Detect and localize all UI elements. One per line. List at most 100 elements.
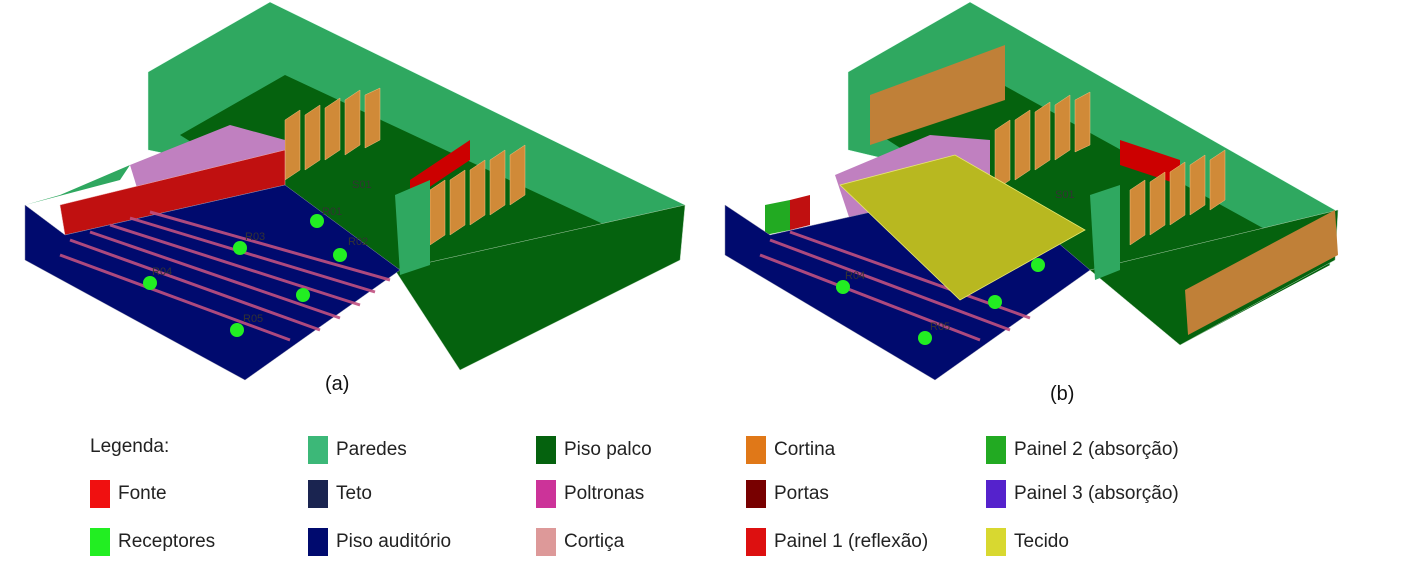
curtain: [1149, 171, 1166, 236]
caption-b: (b): [1050, 383, 1075, 405]
legend-item: Poltronas: [536, 480, 644, 508]
legend-item: Paredes: [308, 436, 407, 464]
curtain: [304, 104, 321, 171]
receptor: [988, 295, 1002, 309]
legend-label: Portas: [774, 483, 829, 504]
legend-item: Receptores: [90, 528, 215, 556]
legend-label: Teto: [336, 483, 372, 504]
legend-swatch: [746, 480, 766, 508]
seat-row: [89, 230, 341, 320]
legend-swatch: [986, 480, 1006, 508]
curtain: [324, 97, 341, 161]
legend-label: Receptores: [118, 531, 216, 552]
legend-item: Painel 2 (absorção): [986, 436, 1179, 464]
legend-label: Paredes: [336, 439, 407, 460]
receptors: [143, 214, 347, 337]
legend-item: Cortina: [746, 436, 835, 464]
curtain: [1034, 101, 1051, 171]
seat-row: [69, 238, 321, 332]
receptor: [1031, 258, 1045, 272]
seat-row: [129, 216, 376, 294]
receptor-label: R04: [152, 266, 172, 278]
curtain: [429, 179, 446, 246]
curtain: [1074, 91, 1091, 153]
legend-item: Portas: [746, 480, 829, 508]
legend-swatch: [986, 436, 1006, 464]
legend-swatch: [90, 528, 110, 556]
receptor: [836, 280, 850, 294]
stage-side-wall: [394, 204, 686, 371]
curtain: [284, 109, 301, 181]
legend-label: Cortiça: [564, 531, 625, 552]
legend-swatch: [536, 480, 556, 508]
seat-rows: [59, 210, 391, 342]
curtain: [489, 149, 506, 216]
receptors: [836, 258, 1045, 345]
legend-label: Poltronas: [564, 483, 645, 504]
seat-row: [109, 223, 361, 307]
receptor-label: R05: [930, 321, 950, 333]
legend-swatch: [536, 528, 556, 556]
curtain: [344, 89, 361, 156]
receptor-label: R03: [245, 231, 265, 243]
receptor: [230, 323, 244, 337]
curtain: [994, 119, 1011, 191]
legend-item: Painel 1 (reflexão): [746, 528, 928, 556]
legend-swatch: [308, 480, 328, 508]
legend-item: Piso auditório: [308, 528, 451, 556]
legend-label: Tecido: [1014, 531, 1069, 552]
source-label: S01: [352, 179, 372, 191]
curtain: [1129, 179, 1146, 246]
legend-label: Painel 3 (absorção): [1014, 483, 1179, 504]
curtain: [1189, 154, 1206, 216]
seat-row: [769, 238, 1011, 332]
seat-row: [59, 253, 291, 342]
legend-label: Painel 2 (absorção): [1014, 439, 1179, 460]
receptor: [310, 214, 324, 228]
curtain: [364, 87, 381, 149]
curtains: [284, 87, 526, 246]
legend-swatch: [746, 436, 766, 464]
receptor-label: R01: [322, 206, 342, 218]
legend-swatch: [90, 480, 110, 508]
legend-swatch: [536, 436, 556, 464]
legend-swatch: [986, 528, 1006, 556]
curtain: [469, 159, 486, 226]
fabric-tecido: [839, 154, 1086, 301]
model-a: S01 R01 R03 R02 R04 R05: [24, 1, 686, 381]
model-b: S01 R04 R05: [724, 1, 1339, 381]
receptor-label: R02: [348, 236, 368, 248]
legend-item: Piso palco: [536, 436, 652, 464]
legend-label: Piso auditório: [336, 531, 452, 552]
receptor: [143, 276, 157, 290]
receptor: [333, 248, 347, 262]
receptor: [296, 288, 310, 302]
curtain: [1209, 149, 1226, 211]
panel-right: [1185, 210, 1338, 335]
seat-row: [149, 210, 391, 282]
legend-swatch: [308, 528, 328, 556]
receptor-label: R05: [243, 313, 263, 325]
legend-item: Painel 3 (absorção): [986, 480, 1179, 508]
panel-2: [765, 200, 790, 235]
source-label: S01: [1055, 189, 1075, 201]
curtain: [1014, 109, 1031, 181]
legend-swatch: [308, 436, 328, 464]
legend-label: Fonte: [118, 483, 167, 504]
receptor: [918, 331, 932, 345]
panel-left: [870, 45, 1005, 145]
legend-item: Tecido: [986, 528, 1069, 556]
legend-label: Painel 1 (reflexão): [774, 531, 929, 552]
panel-1: [790, 195, 810, 230]
curtain: [1169, 161, 1186, 226]
legend-label: Piso palco: [564, 439, 652, 460]
legend-label: Cortina: [774, 439, 836, 460]
legend-item: Cortiça: [536, 528, 624, 556]
curtains: [994, 91, 1226, 246]
receptor: [233, 241, 247, 255]
legend-item: Fonte: [90, 480, 167, 508]
receptor-label: R04: [845, 270, 865, 282]
side-wall-green: [395, 180, 430, 275]
legend-title: Legenda:: [90, 436, 170, 457]
